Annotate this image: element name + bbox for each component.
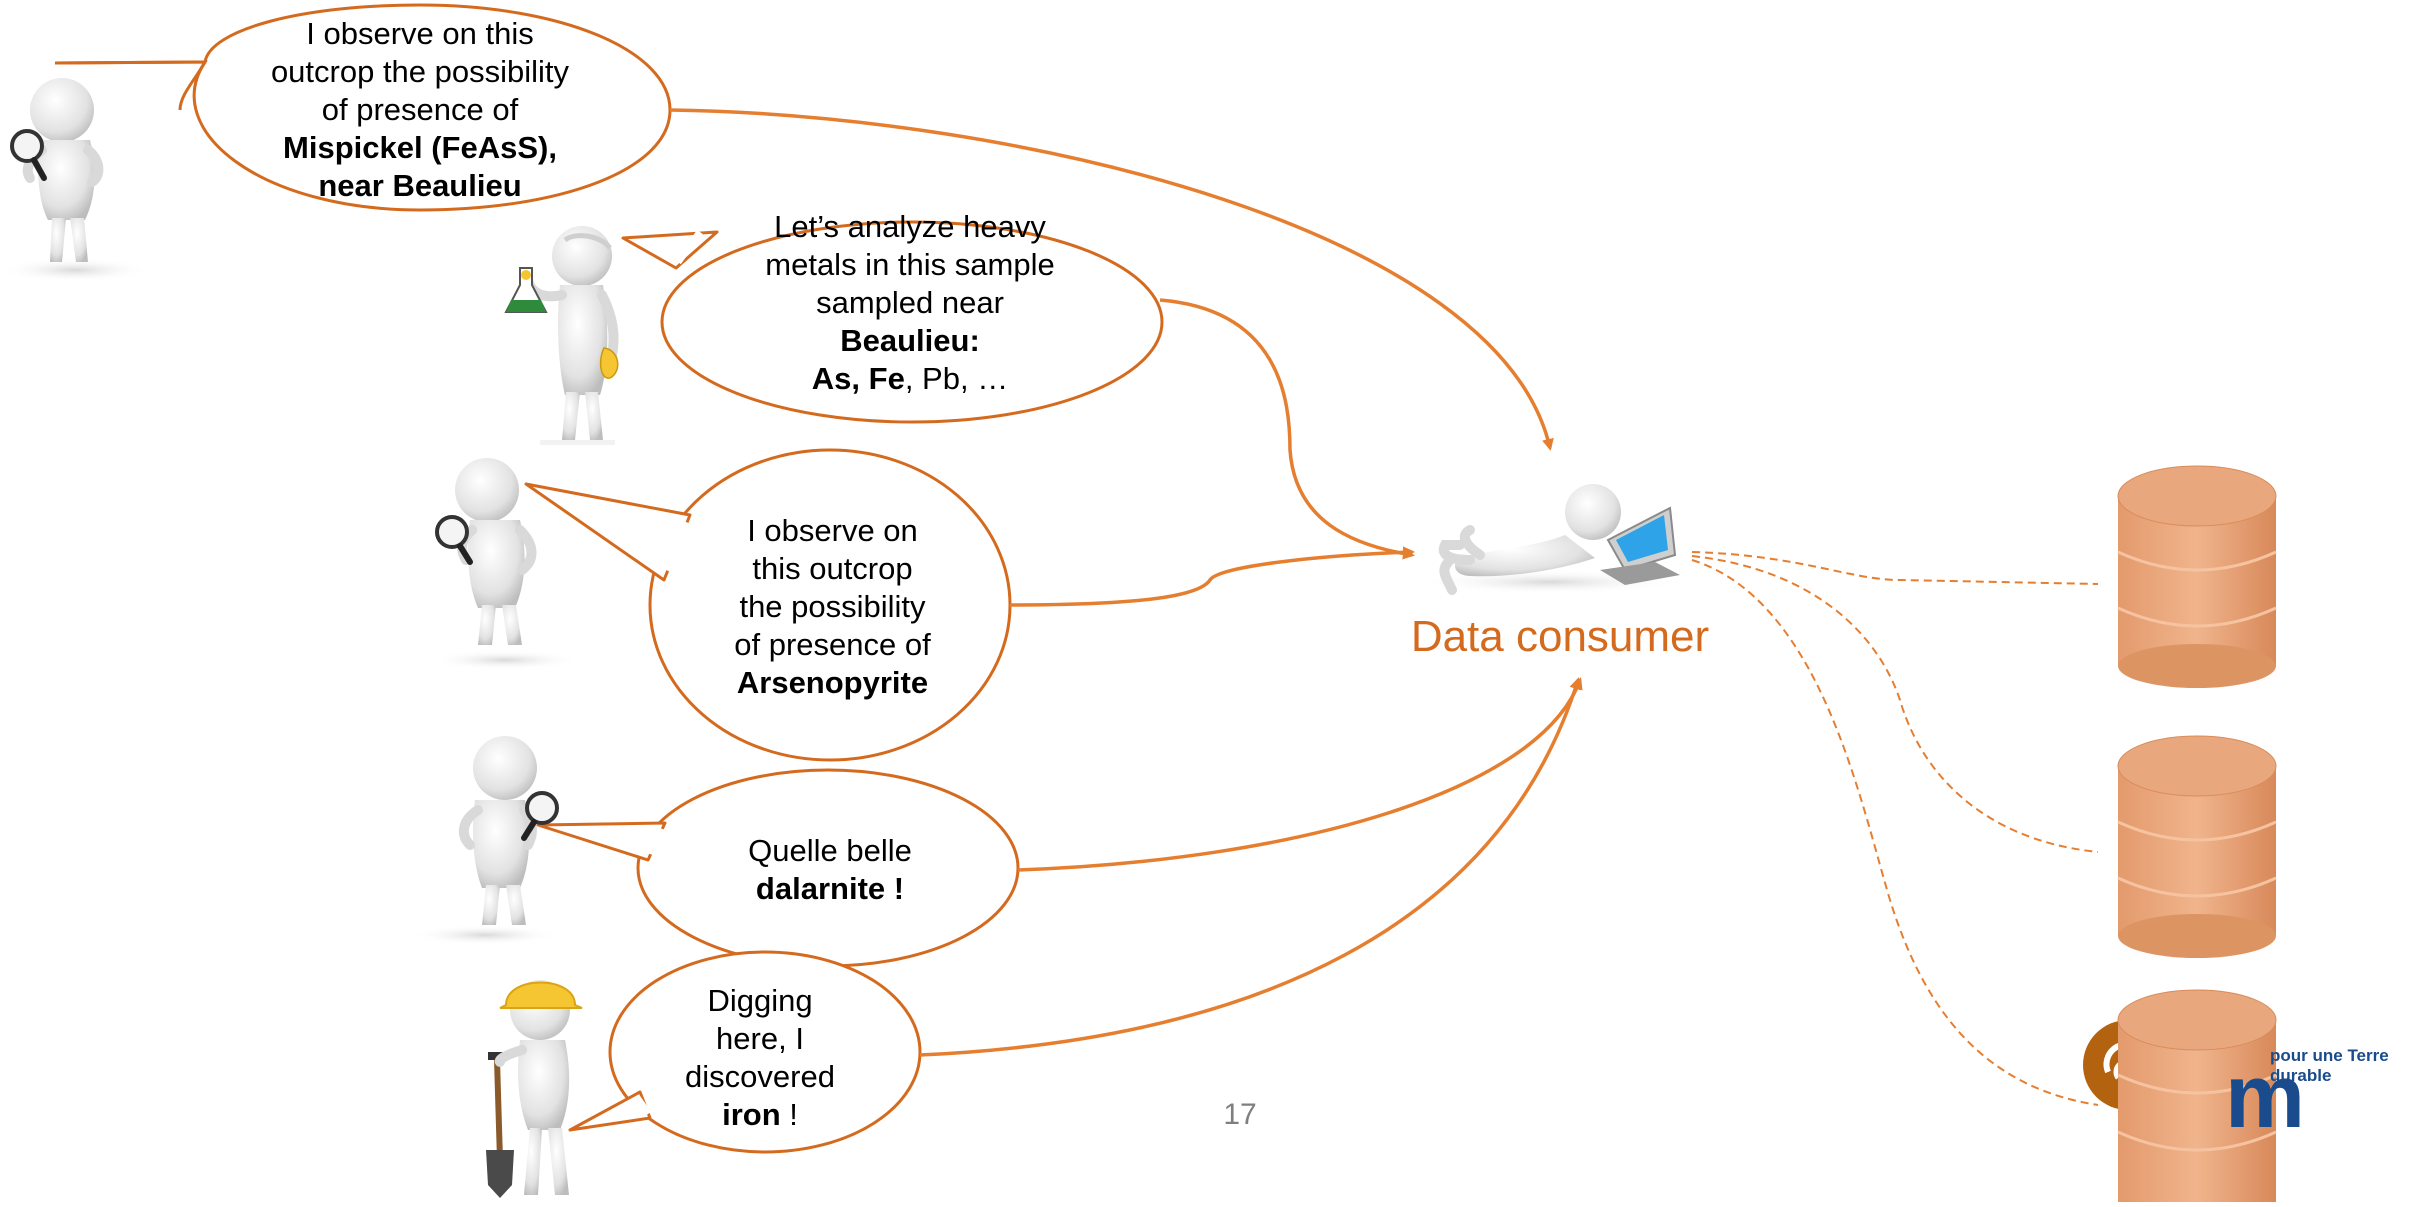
bubble-text-segment: I observe on <box>747 513 918 548</box>
arrow-geologist-1 <box>669 108 1554 451</box>
bubble-line: Arsenopyrite <box>700 664 965 702</box>
link-db-1 <box>1691 551 2099 585</box>
bubble-line: outcrop the possibility <box>250 53 590 91</box>
bubble-text-segment: , Pb, … <box>904 361 1009 396</box>
bubble-miner <box>568 950 922 1154</box>
database-icon-1 <box>2101 465 2291 690</box>
geologist-figure-2 <box>430 458 580 670</box>
bubble-text-segment: ! <box>780 1097 798 1132</box>
bubble-line: Quelle belle <box>700 832 960 870</box>
logo-letter: m <box>2225 1047 2306 1147</box>
page-number: 17 <box>1223 1098 1257 1131</box>
arrow-geologist-3 <box>1017 677 1583 872</box>
data-consumer-figure <box>1420 484 1680 595</box>
bubble-line: sampled near <box>740 284 1080 322</box>
chemist-figure <box>504 226 619 445</box>
bubble-line: Mispickel (FeAsS), <box>250 129 590 167</box>
arrow-chemist <box>1159 298 1415 560</box>
bubble-line: I observe on <box>700 512 965 550</box>
bubble-line: Beaulieu: <box>740 322 1080 360</box>
bubble-line: I observe on this <box>250 15 590 53</box>
bubble-text-segment: Beaulieu: <box>840 323 980 358</box>
bubble-line: near Beaulieu <box>250 167 590 205</box>
bubble-text-segment: discovered <box>685 1059 835 1094</box>
link-db-3 <box>1691 559 2099 1106</box>
bubble-text-segment: Quelle belle <box>748 833 912 868</box>
bubble-line: of presence of <box>250 91 590 129</box>
bubble-text-segment: I observe on this <box>306 16 534 51</box>
bubble-line: iron ! <box>660 1096 860 1134</box>
bubble-line: this outcrop <box>700 550 965 588</box>
database-links <box>1691 551 2099 1106</box>
arrows <box>669 108 1583 1057</box>
bubble-text-segment: dalarnite ! <box>755 871 905 906</box>
arrow-miner <box>919 677 1582 1057</box>
database-icon-2 <box>2101 735 2291 960</box>
bubble-line: metals in this sample <box>740 246 1080 284</box>
bubble-text-segment: this outcrop <box>752 551 913 586</box>
database-icon-3 <box>2117 989 2277 1202</box>
bubble-geologist-3 <box>536 768 1020 968</box>
bubble-text-segment: iron <box>722 1097 781 1132</box>
bubble-text-segment: sampled near <box>816 285 1004 320</box>
link-db-2 <box>1691 555 2099 853</box>
arrow-geologist-2 <box>1009 546 1415 607</box>
bubble-line: of presence of <box>700 626 965 664</box>
bubble-geologist-2 <box>524 448 1012 762</box>
bubble-line: discovered <box>660 1058 860 1096</box>
bubble-text-segment: the possibility <box>739 589 926 624</box>
logo-tagline: pour une Terre durable <box>2270 1046 2389 1085</box>
bubble-line: here, I <box>660 1020 860 1058</box>
bubble-line: Let’s analyze heavy <box>740 208 1080 246</box>
bubble-line: dalarnite ! <box>700 870 960 908</box>
bubble-line: the possibility <box>700 588 965 626</box>
bubble-text-segment: here, I <box>716 1021 804 1056</box>
bubble-text-segment: outcrop the possibility <box>270 54 570 89</box>
bubble-text-segment: of presence of <box>321 92 519 127</box>
bubble-text-segment: near Beaulieu <box>318 168 522 203</box>
bubble-text-segment: Mispickel (FeAsS), <box>283 130 557 165</box>
bubble-text-segment: Let’s analyze heavy <box>774 209 1046 244</box>
bubble-text-segment: As, Fe <box>811 361 905 396</box>
bubble-text-segment: of presence of <box>734 627 931 662</box>
bubble-geologist-1 <box>54 3 672 212</box>
bubble-text-segment: Digging <box>707 983 813 1018</box>
data-consumer-label: Data consumer <box>1410 612 1710 661</box>
bubble-text-segment: metals in this sample <box>765 247 1055 282</box>
geologist-figure-1 <box>0 78 150 282</box>
bubble-line: As, Fe, Pb, … <box>740 360 1080 398</box>
bubble-line: Digging <box>660 982 860 1020</box>
bubble-chemist <box>621 220 1164 424</box>
bubble-text-segment: Arsenopyrite <box>736 665 929 700</box>
miner-figure <box>486 980 583 1198</box>
geologist-figure-3 <box>410 736 560 945</box>
